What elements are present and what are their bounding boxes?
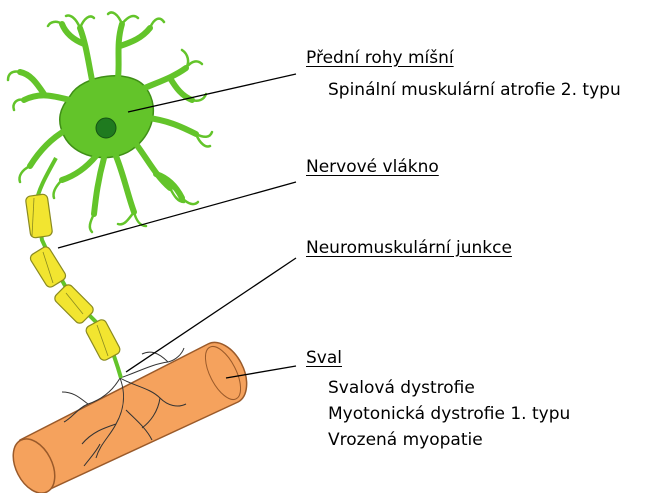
disease-myotonic-dystrophy-1: Myotonická dystrofie 1. typu: [328, 404, 570, 424]
myelin-segment: [25, 194, 53, 239]
disease-muscular-dystrophy: Svalová dystrofie: [328, 378, 475, 398]
label-neuromuscular-junction: Neuromuskulární junkce: [306, 238, 512, 258]
muscle-fiber: [5, 341, 248, 493]
disease-congenital-myopathy: Vrozená myopatie: [328, 430, 483, 450]
nucleus: [96, 118, 116, 138]
leader-line-anterior-horn: [128, 74, 296, 112]
myelin-segment: [53, 283, 95, 325]
label-nerve-fiber: Nervové vlákno: [306, 157, 439, 177]
myelin-sheath: [25, 194, 121, 362]
label-muscle: Sval: [306, 348, 342, 368]
myelin-segment: [84, 318, 121, 362]
disease-sma-type2: Spinální muskulární atrofie 2. typu: [328, 80, 621, 100]
label-anterior-horn: Přední rohy míšní: [306, 48, 454, 68]
